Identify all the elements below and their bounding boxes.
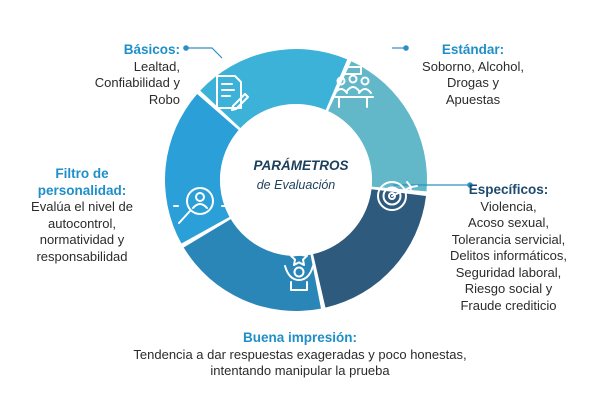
- connector-dot: [183, 45, 189, 51]
- basicos-title: Básicos:: [123, 42, 180, 57]
- connectors: [183, 45, 473, 188]
- label-filtro: Filtro de personalidad: Evalúa el nivel …: [18, 166, 146, 265]
- segment-filtro: [165, 94, 239, 244]
- estandar-line: Soborno, Alcohol,: [422, 58, 524, 74]
- connector-line: [186, 47, 223, 59]
- center-title: PARÁMETROS: [253, 158, 348, 173]
- filtro-title: Filtro de: [55, 166, 109, 181]
- especificos-line: Violencia,: [480, 198, 537, 214]
- segment-especificos: [313, 189, 427, 308]
- buena-line: intentando manipular la prueba: [210, 363, 390, 378]
- segment-estandar: [328, 61, 427, 192]
- center-subtitle: de Evaluación: [257, 178, 336, 192]
- label-especificos: Específicos: Violencia, Acoso sexual, To…: [446, 182, 571, 314]
- connector-dot: [403, 45, 409, 51]
- meeting-group-icon: [332, 66, 374, 108]
- label-estandar: Estándar: Soborno, Alcohol, Drogas y Apu…: [408, 42, 538, 108]
- magnifier-person-icon: [173, 187, 227, 224]
- especificos-line: Delitos informáticos,: [449, 248, 568, 263]
- especificos-line: Fraude crediticio: [460, 297, 557, 313]
- estandar-line: Apuestas: [445, 91, 501, 107]
- center-disc: [220, 104, 372, 256]
- checklist-pen-icon: [216, 75, 249, 111]
- segment-buena: [183, 219, 321, 312]
- target-arrow-icon: [377, 181, 418, 211]
- star-person-icon: [284, 249, 314, 291]
- filtro-line: normatividad y: [39, 232, 125, 247]
- filtro-line: responsabilidad: [36, 248, 128, 264]
- basicos-line: Lealtad,: [133, 58, 180, 74]
- segment-icons: [173, 66, 418, 291]
- especificos-line: Acoso sexual,: [468, 215, 549, 230]
- estandar-line: Drogas y: [446, 75, 500, 90]
- connector-dot: [467, 182, 473, 188]
- filtro-title: personalidad:: [37, 182, 127, 198]
- filtro-line: autocontrol,: [48, 215, 116, 231]
- label-buena-impresion: Buena impresión: Tendencia a dar respues…: [110, 330, 490, 380]
- basicos-line: Robo: [148, 91, 180, 107]
- estandar-title: Estándar:: [441, 42, 505, 57]
- label-basicos: Básicos: Lealtad, Confiabilidad y Robo: [60, 42, 180, 108]
- basicos-line: Confiabilidad y: [94, 75, 180, 90]
- filtro-line: Evalúa el nivel de: [31, 199, 133, 214]
- buena-line: Tendencia a dar respuestas exageradas y …: [133, 346, 467, 362]
- buena-title: Buena impresión:: [242, 330, 358, 345]
- especificos-line: Riesgo social y: [464, 281, 553, 296]
- especificos-line: Tolerancia servicial,: [451, 231, 566, 247]
- especificos-title: Específicos:: [468, 182, 549, 197]
- especificos-line: Seguridad laboral,: [455, 264, 562, 280]
